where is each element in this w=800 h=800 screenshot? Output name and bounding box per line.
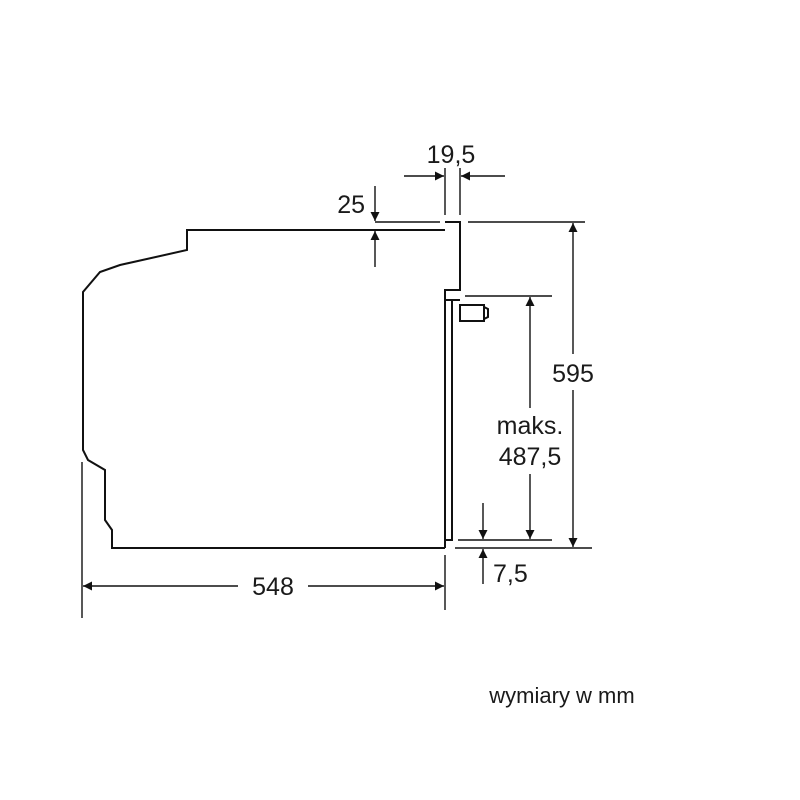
dim-487-5-label-line1: maks. [497,412,564,440]
dim-25-label: 25 [337,191,365,219]
units-caption: wymiary w mm [488,683,634,708]
dim-487-5-label-bg [488,408,572,474]
front-panel-upper [444,221,461,301]
dim-595-label-bg [545,354,601,390]
door-profile [445,300,453,541]
door-handle [459,304,485,322]
dim-7-5-label: 7,5 [493,560,528,588]
door-handle-cap [483,306,489,320]
dim-548-label: 548 [252,573,294,601]
dim-19-5-label: 19,5 [427,141,476,169]
dim-487-5-label-line2: 487,5 [499,443,562,471]
dim-548-label-bg [238,570,308,602]
oven-body-outline [82,229,445,549]
dim-595-label: 595 [552,360,594,388]
